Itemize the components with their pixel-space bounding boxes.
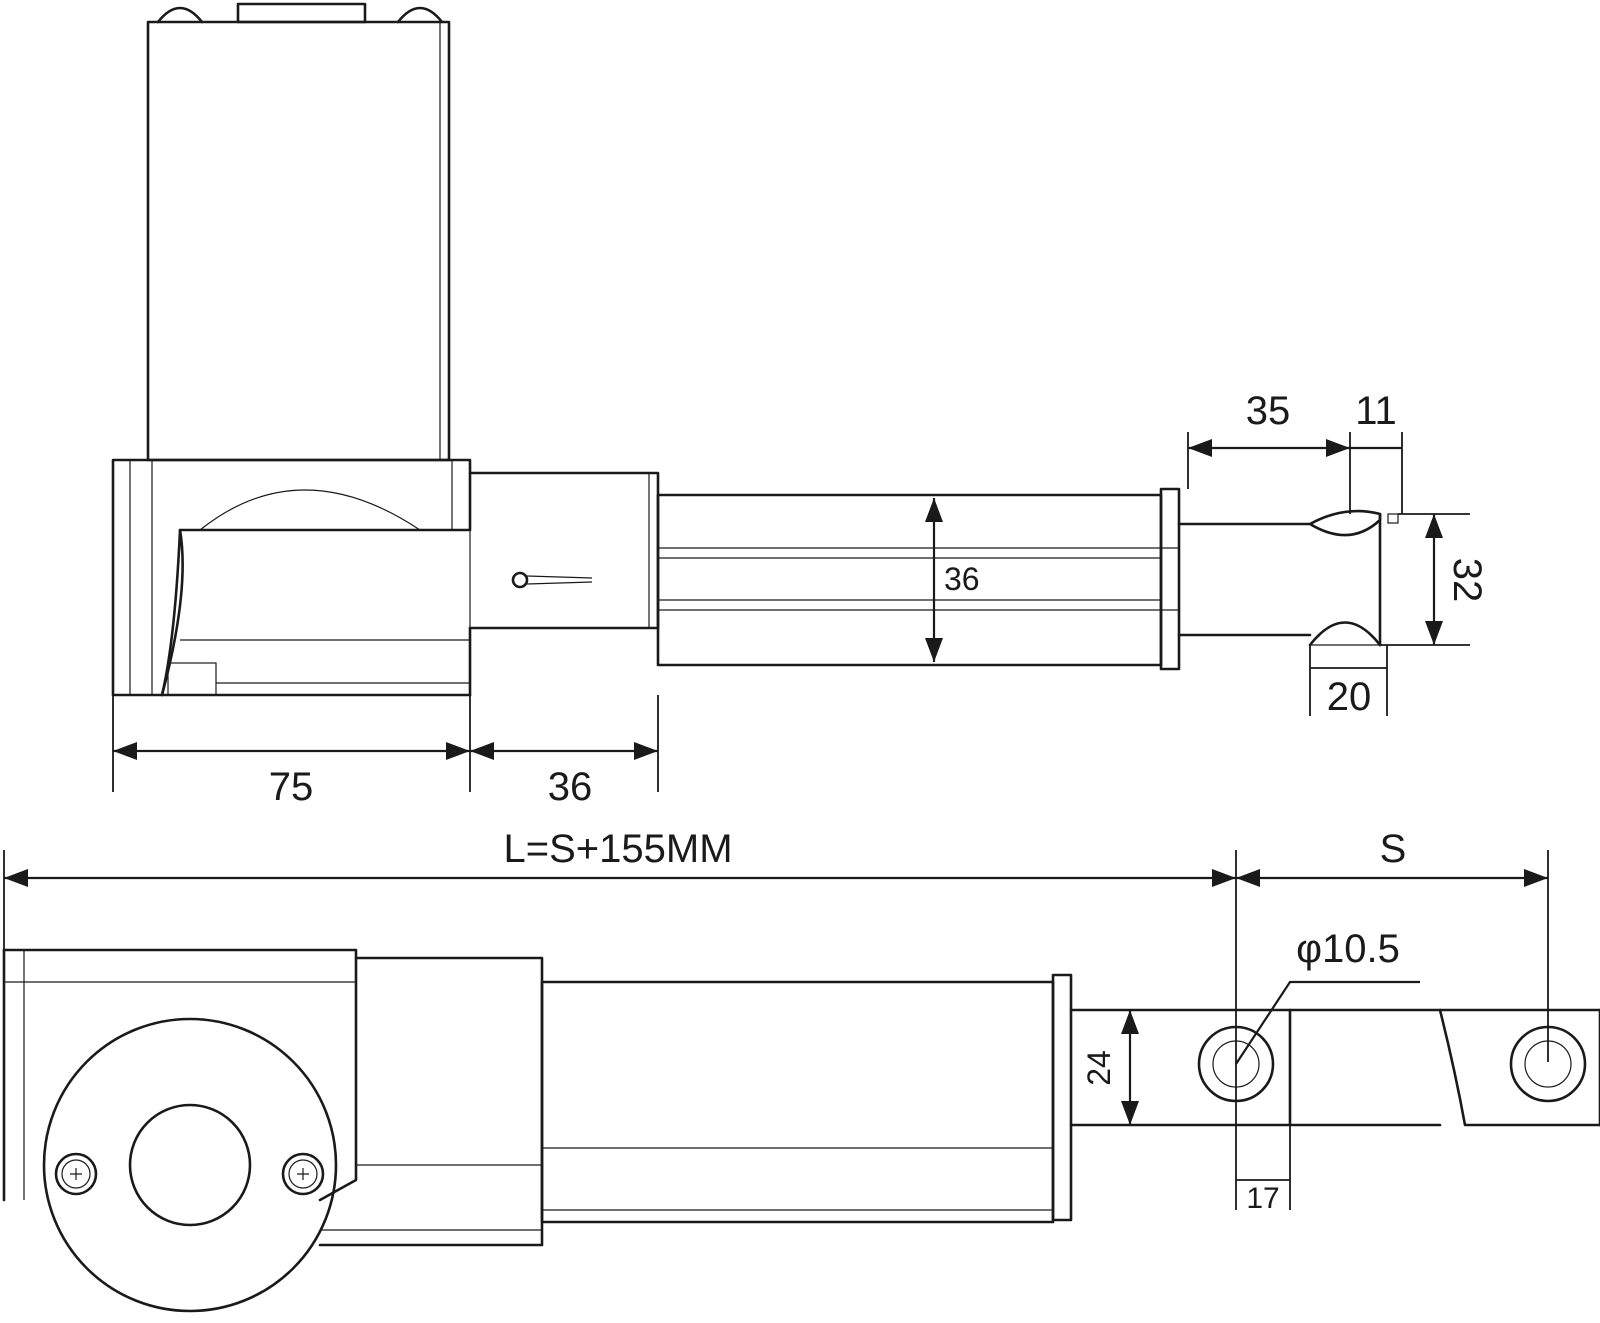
dim-base-length: 75 [269, 765, 314, 809]
hole-leader-line [1235, 980, 1420, 1065]
rod-eye-bottom [1308, 621, 1382, 647]
screw-left-icon [54, 1152, 98, 1196]
gearbox-block [2, 948, 358, 1202]
side-tube-end [1051, 973, 1073, 1222]
dim-end-offset: 35 [1246, 389, 1291, 433]
dim-rod-height: 32 [1445, 558, 1489, 603]
side-outer-tube [540, 980, 1055, 1224]
dim-hole-diameter: φ10.5 [1296, 927, 1400, 971]
dim-overall-length: L=S+155MM [503, 827, 732, 871]
motor-body [146, 20, 451, 462]
rod-eye-top [1308, 509, 1382, 537]
side-collar [318, 956, 544, 1247]
collar [468, 471, 660, 630]
motor-screw-left [156, 6, 204, 24]
dim-tab-width: 20 [1327, 675, 1372, 719]
dim-tube-height: 36 [944, 561, 980, 597]
tube-end-cap [1159, 487, 1181, 671]
front-mount-hole [1509, 1025, 1587, 1103]
motor-connector [236, 2, 367, 24]
outer-tube [656, 493, 1163, 667]
rear-mount-hole [1197, 1025, 1275, 1103]
dim-rod-width: 24 [1081, 1050, 1117, 1086]
top-view: 75 36 36 35 11 32 20 [111, 2, 1489, 809]
screw-right-icon [281, 1152, 325, 1196]
motor-end-cap [42, 1017, 338, 1313]
gearbox-housing [111, 458, 472, 697]
dim-collar-length: 36 [548, 765, 593, 809]
motor-screw-right [396, 6, 444, 24]
motor-shaft-boss [128, 1103, 252, 1227]
side-view: L=S+155MM S [2, 827, 1600, 1313]
dim-stroke: S [1380, 827, 1407, 871]
dim-hole-offset: 17 [1246, 1182, 1279, 1215]
dim-end-width: 11 [1355, 389, 1397, 433]
keyhole-slot [511, 571, 529, 589]
